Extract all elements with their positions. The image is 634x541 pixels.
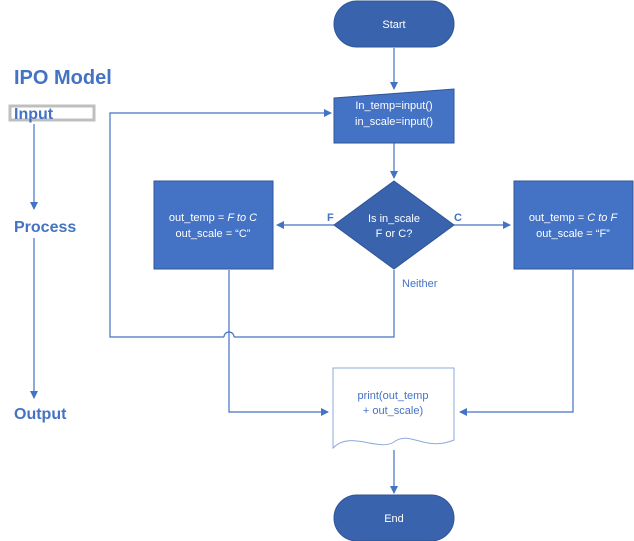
start-label: Start <box>382 19 405 31</box>
ipo-process-label: Process <box>14 219 76 236</box>
input-line-2: in_scale=input() <box>355 116 433 128</box>
connector-right-output <box>459 270 574 416</box>
process-c-to-f-line-1: out_temp = C to F <box>529 212 619 224</box>
branch-label-c: C <box>454 212 462 224</box>
input-line-1: In_temp=input() <box>355 100 432 112</box>
end-terminator <box>333 494 455 541</box>
manual-input-shape <box>333 88 455 144</box>
ipo-title: IPO Model <box>14 67 112 89</box>
process-f-to-c-line-2: out_scale = “C” <box>176 228 251 240</box>
start-terminator <box>333 0 455 48</box>
connector-left-output <box>228 270 329 416</box>
decision-line-1: Is in_scale <box>368 213 420 225</box>
output-line-1: print(out_temp <box>358 390 429 402</box>
decision-line-2: F or C? <box>376 228 413 240</box>
connector-neither-loop-a <box>234 270 395 338</box>
decision-diamond <box>333 180 455 270</box>
output-document-shape <box>332 367 455 450</box>
input-highlight-box <box>8 104 96 122</box>
end-label: End <box>384 513 404 525</box>
process-f-to-c <box>153 180 274 270</box>
process-c-to-f-line-2: out_scale = “F” <box>536 228 610 240</box>
output-line-2: + out_scale) <box>363 405 423 417</box>
process-c-to-f <box>513 180 634 270</box>
process-f-to-c-line-1: out_temp = F to C <box>169 212 257 224</box>
branch-label-f: F <box>327 212 334 224</box>
connector-neither-loop-b <box>109 109 332 338</box>
ipo-output-label: Output <box>14 406 67 423</box>
branch-label-neither: Neither <box>402 278 438 290</box>
ipo-input-label: Input <box>14 106 54 123</box>
